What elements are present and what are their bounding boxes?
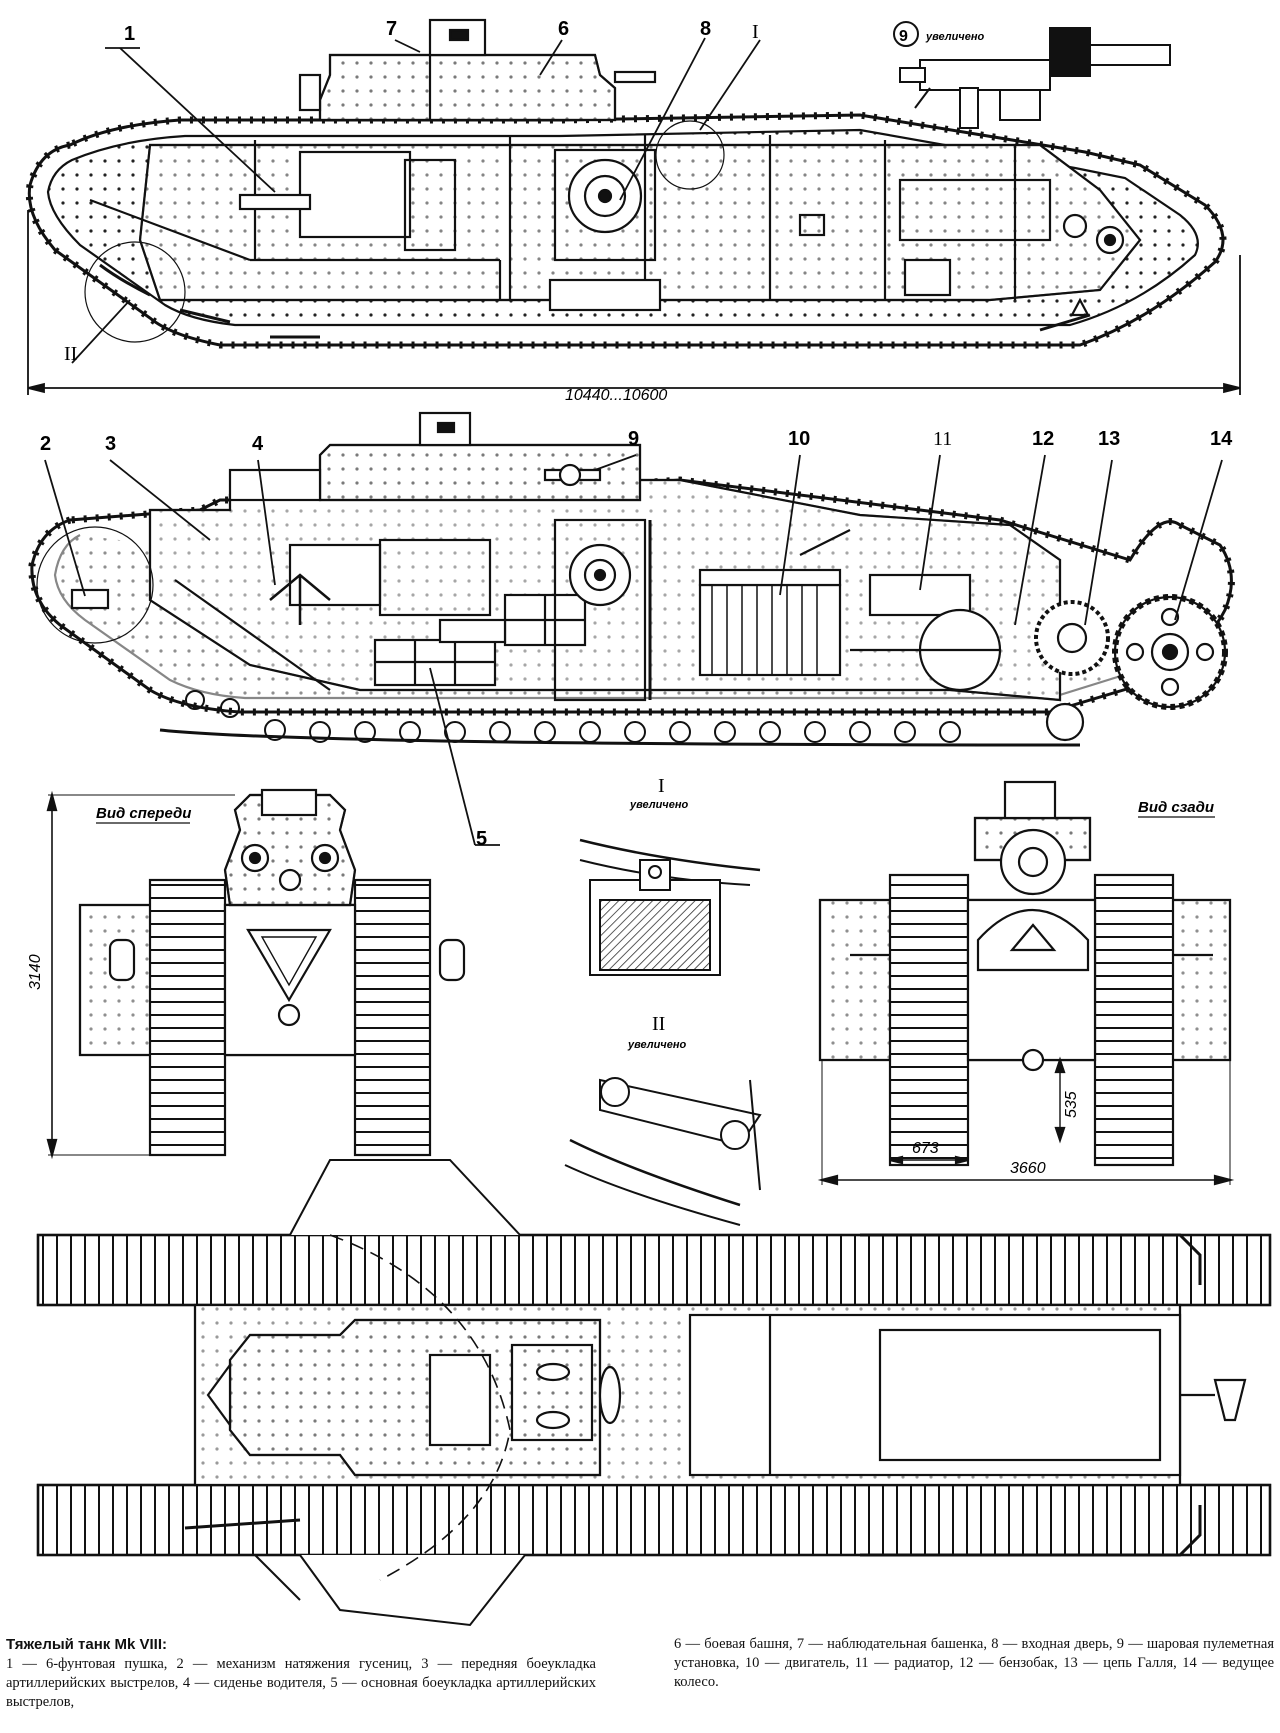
- label-13: 13: [1098, 428, 1120, 450]
- detail-I: [579, 838, 761, 976]
- dim-track-width: 673: [912, 1140, 939, 1157]
- label-10: 10: [788, 428, 810, 450]
- dim-height: 3140: [27, 954, 44, 990]
- label-roman-1: I: [752, 21, 759, 43]
- detail-II: [564, 1077, 762, 1226]
- label-2: 2: [40, 433, 51, 455]
- front-view-title: Вид спереди: [96, 805, 191, 822]
- section-leaders: [44, 454, 1223, 846]
- label-11: 11: [933, 428, 952, 450]
- dim-length: 10440...10600: [565, 387, 667, 404]
- zoom-label-9: увеличено: [925, 31, 984, 43]
- label-1: 1: [124, 23, 135, 45]
- label-4: 4: [252, 433, 264, 455]
- label-9-top: 9: [899, 28, 908, 45]
- label-8: 8: [700, 18, 711, 40]
- label-6: 6: [558, 18, 569, 40]
- caption: Тяжелый танк Mk VIII: 1 — 6-фунтовая пуш…: [0, 1635, 1280, 1733]
- label-5: 5: [476, 828, 487, 850]
- detail-II-zoom: увеличено: [627, 1039, 686, 1051]
- label-14: 14: [1210, 428, 1233, 450]
- rear-view-title: Вид сзади: [1138, 799, 1214, 816]
- detail-II-roman: II: [652, 1013, 665, 1035]
- front-view: [46, 788, 466, 1160]
- caption-title: Тяжелый танк Mk VIII:: [6, 1636, 167, 1653]
- side-view-section: [28, 411, 1235, 747]
- caption-right-text: 6 — боевая башня, 7 — наблюдательная баш…: [674, 1636, 1274, 1690]
- dim-clearance: 535: [1063, 1091, 1080, 1118]
- rear-view: [817, 780, 1235, 1186]
- caption-right: 6 — боевая башня, 7 — наблюдательная баш…: [674, 1635, 1274, 1692]
- label-7: 7: [386, 18, 397, 40]
- top-view: [36, 1159, 1272, 1627]
- side-view-exterior: [25, 18, 1227, 349]
- label-12: 12: [1032, 428, 1054, 450]
- detail-I-roman: I: [658, 775, 665, 797]
- caption-left: Тяжелый танк Mk VIII: 1 — 6-фунтовая пуш…: [6, 1635, 596, 1712]
- machine-gun-detail: [893, 21, 1171, 129]
- label-roman-2: II: [64, 343, 77, 365]
- detail-I-zoom: увеличено: [629, 799, 688, 811]
- side-view-leaders: [27, 37, 1241, 395]
- label-9: 9: [628, 428, 639, 450]
- label-3: 3: [105, 433, 116, 455]
- caption-left-text: 1 — 6-фунтовая пушка, 2 — механизм натяж…: [6, 1656, 596, 1710]
- dim-width: 3660: [1010, 1160, 1046, 1177]
